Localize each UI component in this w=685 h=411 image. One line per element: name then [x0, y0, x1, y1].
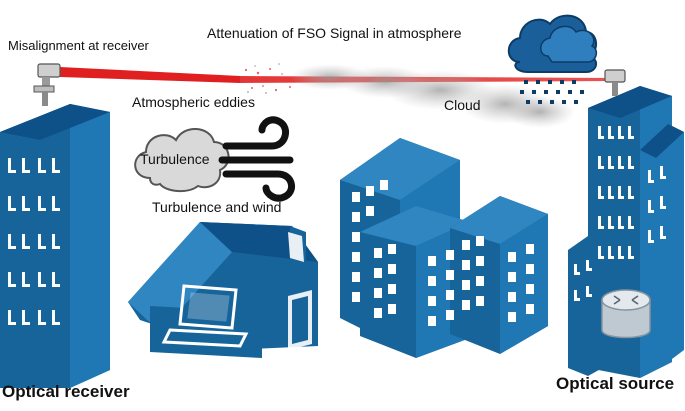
- rain-cloud-icon: [507, 14, 598, 104]
- source-windows: [574, 126, 666, 301]
- eddies-label: Atmospheric eddies: [132, 94, 255, 110]
- turbulence-label: Turbulence: [140, 151, 210, 167]
- receiver-label: Optical receiver: [2, 382, 130, 401]
- atmospheric-fog: [290, 64, 575, 128]
- receiver-tower: [0, 104, 110, 388]
- cloud-icon: [134, 128, 230, 192]
- source-label: Optical source: [556, 374, 675, 393]
- cloud-label: Cloud: [444, 97, 481, 113]
- router-icon: [601, 289, 651, 339]
- office-windows: [352, 180, 534, 326]
- laser-transceiver-icon: [33, 63, 61, 106]
- wind-icon: [218, 116, 296, 202]
- computer-icon: [161, 284, 249, 348]
- misalignment-label: Misalignment at receiver: [8, 38, 149, 53]
- office-buildings: [340, 138, 548, 358]
- turbulence-wind-label: Turbulence and wind: [152, 199, 282, 215]
- diagram-title: Attenuation of FSO Signal in atmosphere: [207, 25, 462, 41]
- receiver-windows: [8, 158, 60, 325]
- source-transceiver: [604, 69, 626, 96]
